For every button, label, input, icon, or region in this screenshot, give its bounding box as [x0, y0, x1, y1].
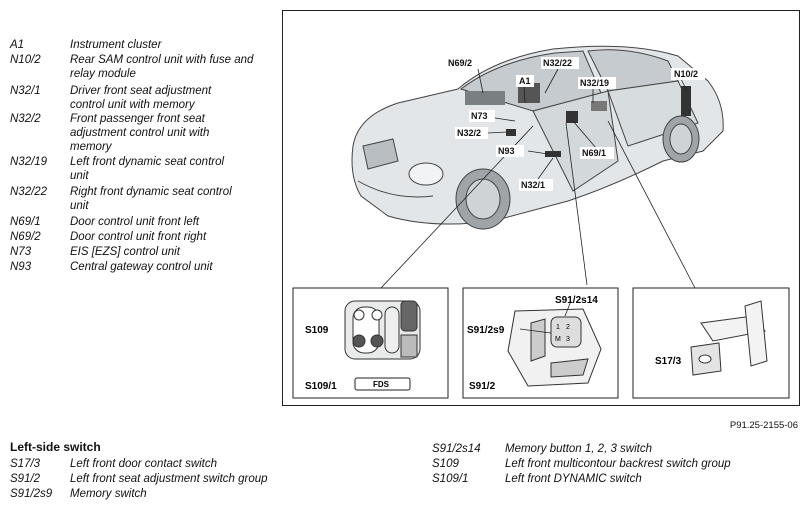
- switch-code: S109: [432, 458, 459, 470]
- legend-desc: Rear SAM control unit with fuse and rela…: [70, 54, 254, 80]
- label-n93: N93: [498, 146, 515, 156]
- legend-desc: Instrument cluster: [70, 39, 162, 51]
- label-s91-2: S91/2: [469, 381, 496, 392]
- legend-code: N32/1: [10, 85, 41, 97]
- label-n32-19: N32/19: [580, 78, 609, 88]
- legend-desc: EIS [EZS] control unit: [70, 246, 180, 258]
- legend-code: N32/2: [10, 113, 41, 125]
- legend-desc: Left front dynamic seat control unit: [70, 156, 225, 182]
- switch-code: S91/2: [10, 473, 41, 485]
- switch-desc: Memory button 1, 2, 3 switch: [505, 443, 653, 455]
- diagram: N69/2 A1 N32/22 N32/19 N10/2 N73 N32/2 N…: [283, 11, 799, 410]
- legend-code: N32/19: [10, 156, 48, 168]
- memory-button-2: 2: [566, 324, 570, 331]
- label-s91-2s9: S91/2s9: [467, 325, 505, 336]
- fds-switch-icon: [354, 377, 411, 391]
- seat-switch-group-icon: [507, 308, 602, 387]
- legend-code: N93: [10, 261, 32, 273]
- legend-desc: Driver front seat adjustment control uni…: [70, 85, 212, 111]
- switch-desc: Left front multicontour backrest switch …: [505, 458, 731, 470]
- label-s91-2s14: S91/2s14: [555, 295, 598, 306]
- label-s17-3: S17/3: [655, 356, 682, 367]
- memory-button-3: 3: [566, 336, 570, 343]
- label-n32-22: N32/22: [543, 58, 572, 68]
- legend-code: N32/22: [10, 186, 48, 198]
- legend-code: A1: [10, 39, 25, 51]
- memory-button-1: 1: [556, 324, 560, 331]
- legend-code: N69/1: [10, 216, 41, 228]
- label-s109-1: S109/1: [305, 381, 337, 392]
- multicontour-switch-icon: [344, 300, 421, 360]
- legend-code: N69/2: [10, 231, 41, 243]
- switch-desc: Memory switch: [70, 488, 147, 500]
- label-n10-2: N10/2: [674, 69, 698, 79]
- label-n32-2: N32/2: [457, 128, 481, 138]
- memory-button-m: M: [555, 336, 561, 343]
- switch-code: S91/2s14: [432, 443, 481, 455]
- label-n69-2: N69/2: [448, 58, 472, 68]
- label-a1: A1: [519, 76, 531, 86]
- legend-desc: Right front dynamic seat control unit: [70, 186, 232, 212]
- label-n73: N73: [471, 111, 488, 121]
- switch-desc: Left front DYNAMIC switch: [505, 473, 642, 485]
- legend-desc: Door control unit front left: [70, 216, 200, 228]
- label-n69-1: N69/1: [582, 148, 606, 158]
- car-illustration: [351, 45, 724, 230]
- legend-code: N73: [10, 246, 32, 258]
- legend-code: N10/2: [10, 54, 41, 66]
- section-title: Left-side switch: [10, 440, 101, 454]
- legend-desc: Door control unit front right: [70, 231, 207, 243]
- legend-desc: Front passenger front seat adjustment co…: [70, 113, 210, 153]
- door-contact-switch-icon: [690, 300, 768, 376]
- diagram-frame: [282, 10, 800, 406]
- switch-code: S17/3: [10, 458, 41, 470]
- switch-code: S109/1: [432, 473, 469, 485]
- switch-desc: Left front door contact switch: [70, 458, 218, 470]
- legend-desc: Central gateway control unit: [70, 261, 213, 273]
- switch-code: S91/2s9: [10, 488, 53, 500]
- label-s109: S109: [305, 325, 329, 336]
- figure-reference: P91.25-2155-06: [729, 420, 798, 431]
- label-fds: FDS: [373, 380, 390, 389]
- leader-lines: [380, 68, 696, 289]
- label-n32-1: N32/1: [521, 180, 545, 190]
- switch-desc: Left front seat adjustment switch group: [70, 473, 268, 485]
